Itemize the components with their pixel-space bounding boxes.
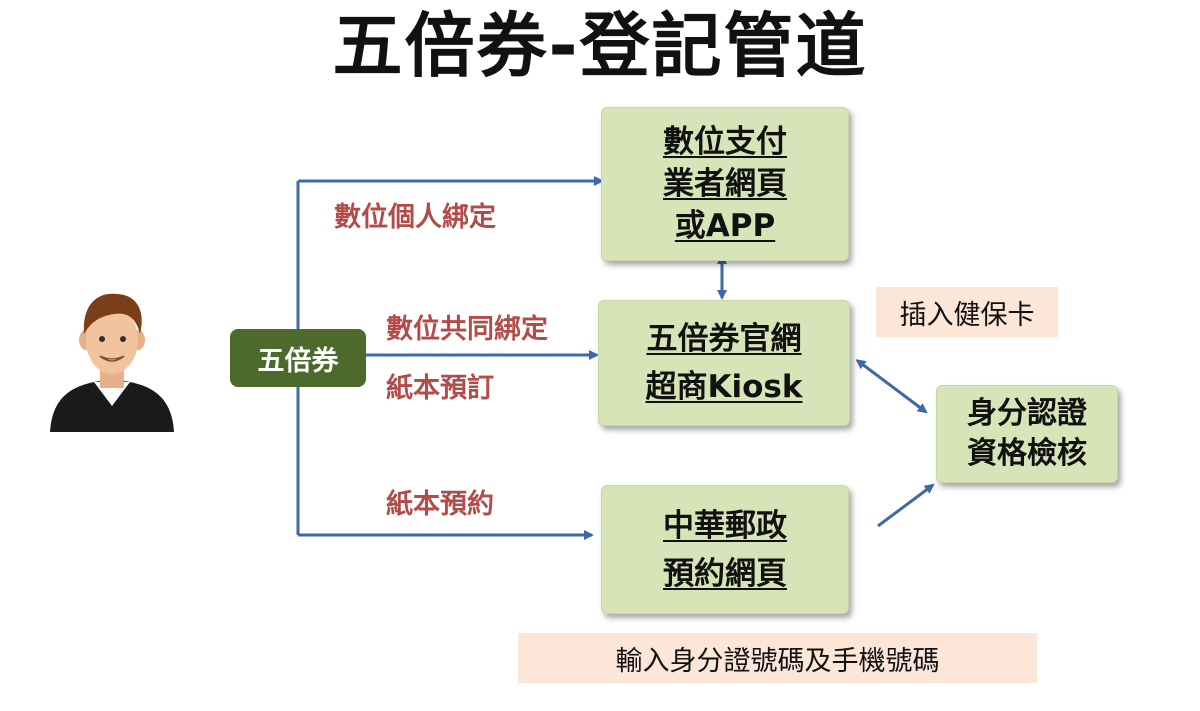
verify-line-2: 資格檢核: [967, 436, 1087, 471]
digital-line-3: 或APP: [674, 208, 776, 244]
post-line-1: 中華郵政: [663, 507, 787, 544]
label-digital-personal: 數位個人綁定: [334, 202, 496, 233]
digital-line-2: 業者網頁: [663, 166, 787, 202]
official-line-2: 超商Kiosk: [645, 369, 803, 405]
note-insert-card: 插入健保卡: [876, 287, 1058, 337]
arrow-official-verify: [855, 359, 928, 414]
arrow-post-verify: [877, 483, 935, 528]
official-site-box: 五倍券官網 超商Kiosk: [598, 300, 850, 426]
digital-line-1: 數位支付: [663, 124, 787, 160]
label-paper-order: 紙本預訂: [386, 373, 494, 404]
label-paper-reserve: 紙本預約: [386, 489, 494, 520]
post-line-2: 預約網頁: [663, 555, 787, 592]
identity-verify-box: 身分認證 資格檢核: [936, 385, 1118, 483]
verify-line-1: 身分認證: [967, 396, 1087, 431]
post-office-box: 中華郵政 預約網頁: [601, 485, 849, 614]
digital-payment-box: 數位支付 業者網頁 或APP: [601, 107, 849, 261]
page-title: 五倍券-登記管道: [332, 5, 868, 87]
person-icon: [44, 282, 180, 438]
official-line-1: 五倍券官網: [646, 321, 802, 357]
label-digital-joint: 數位共同綁定: [386, 314, 548, 345]
note-input-id-phone: 輸入身分證號碼及手機號碼: [518, 633, 1037, 683]
voucher-node: 五倍券: [230, 329, 366, 387]
